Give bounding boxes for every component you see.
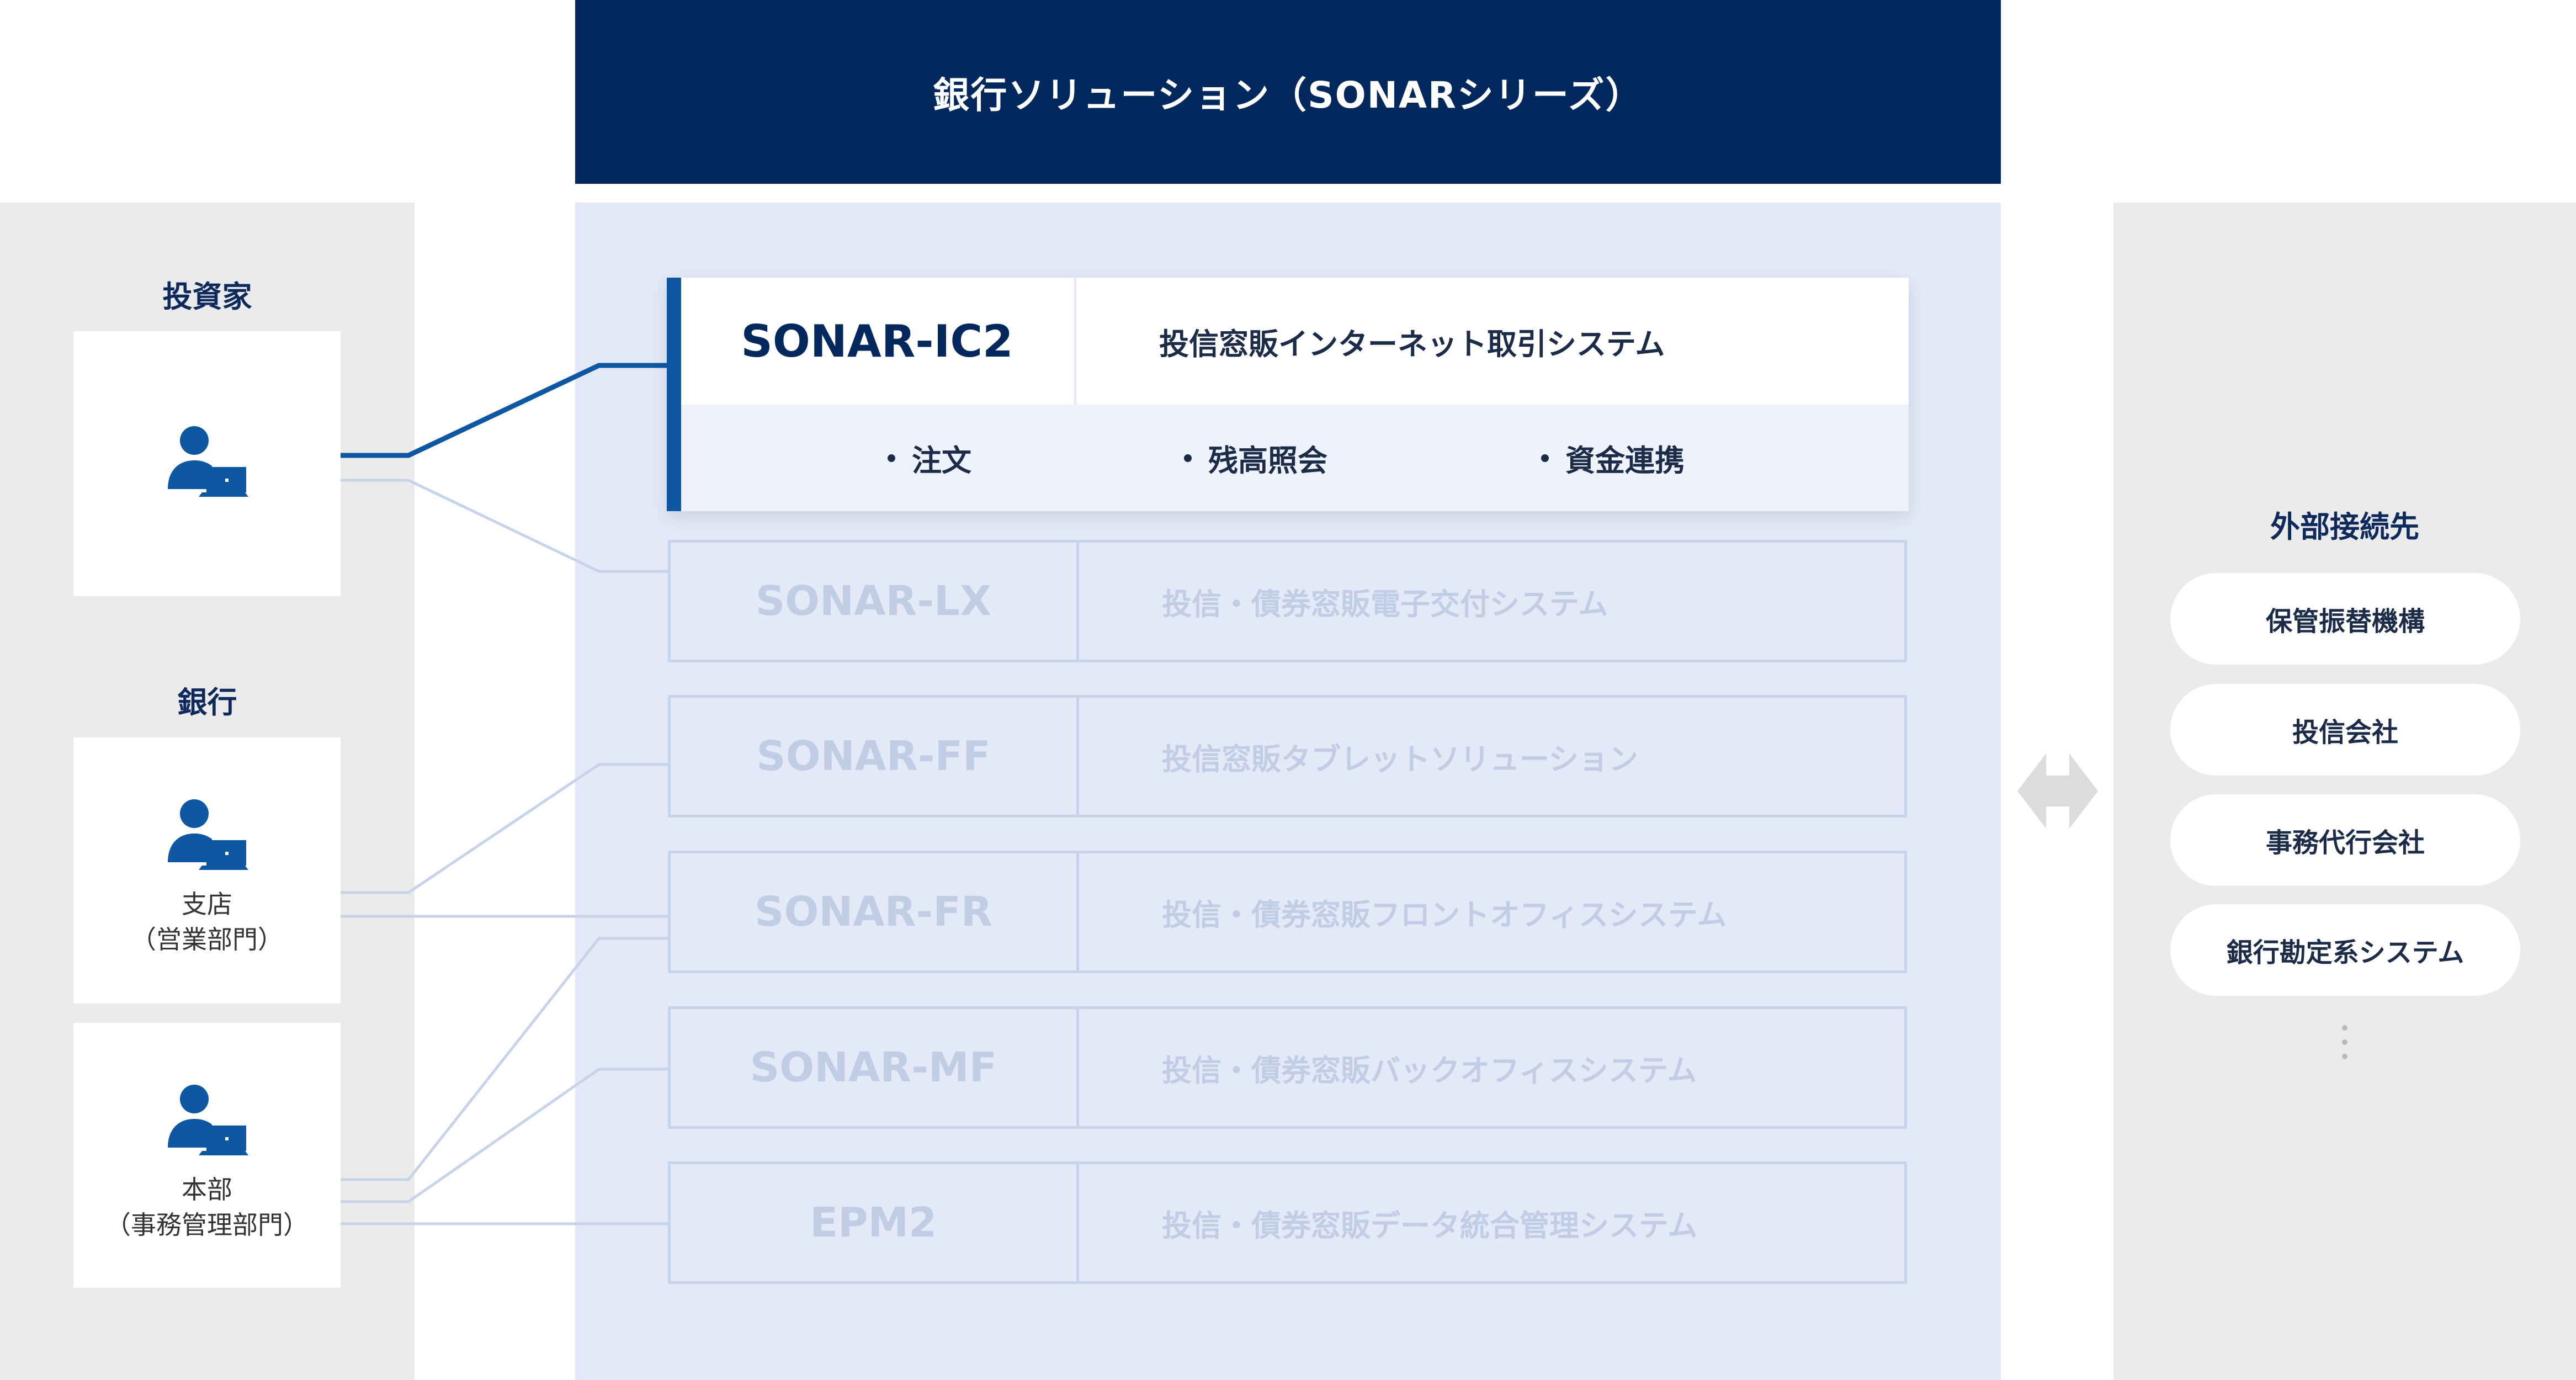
- system-desc: 投信・債券窓販電子交付システム: [1162, 586, 1608, 622]
- bank-title: 銀行: [177, 685, 237, 720]
- hq-sublabel: （事務管理部門）: [105, 1210, 309, 1240]
- bullet-icon: [1184, 454, 1192, 462]
- user-laptop-icon: [168, 1085, 248, 1155]
- system-name-featured: SONAR-IC2: [741, 315, 1013, 367]
- branch-sublabel: （営業部門）: [131, 925, 283, 954]
- system-desc: 投信・債券窓販バックオフィスシステム: [1162, 1053, 1697, 1088]
- divider: [1076, 1164, 1079, 1281]
- divider: [1076, 698, 1079, 815]
- bullet-icon: [1541, 454, 1549, 462]
- external-item: 銀行勘定系システム: [2170, 904, 2520, 996]
- double-arrow-icon: [2017, 753, 2098, 829]
- divider: [1074, 278, 1076, 405]
- system-card: SONAR-MF 投信・債券窓販バックオフィスシステム: [668, 1006, 1907, 1129]
- connector-hq-fr: [341, 937, 668, 1181]
- feature-strip: [681, 405, 1909, 511]
- feature-label: 資金連携: [1565, 443, 1685, 478]
- investor-title: 投資家: [162, 279, 252, 314]
- user-laptop-icon: [168, 799, 248, 870]
- user-laptop-icon: [168, 426, 248, 497]
- divider: [1076, 1009, 1079, 1126]
- connector-hq-mf: [341, 1068, 668, 1203]
- system-card: SONAR-LX 投信・債券窓販電子交付システム: [668, 540, 1907, 662]
- feature-label: 注文: [912, 443, 971, 478]
- hq-card: 本部 （事務管理部門）: [73, 1023, 341, 1288]
- external-item: 投信会社: [2170, 684, 2520, 776]
- system-card: SONAR-FR 投信・債券窓販フロントオフィスシステム: [668, 851, 1907, 973]
- external-panel: [2113, 203, 2576, 1380]
- connector-investor-ic2: [341, 363, 668, 458]
- accent-bar: [667, 278, 681, 511]
- system-name: SONAR-FR: [755, 888, 992, 936]
- system-name: SONAR-FF: [756, 733, 991, 780]
- feature-label: 残高照会: [1208, 443, 1327, 478]
- connector-investor-lx: [341, 479, 668, 573]
- external-title: 外部接続先: [2270, 509, 2419, 544]
- connector-branch-ff: [341, 763, 668, 894]
- system-desc: 投信・債券窓販データ統合管理システム: [1162, 1208, 1698, 1243]
- system-name: EPM2: [810, 1199, 937, 1246]
- system-card: EPM2 投信・債券窓販データ統合管理システム: [668, 1161, 1907, 1284]
- vertical-ellipsis-icon: [2342, 1025, 2349, 1068]
- system-desc: 投信・債券窓販フロントオフィスシステム: [1162, 897, 1727, 932]
- feature-item: 残高照会: [1184, 405, 1327, 511]
- branch-card: 支店 （営業部門）: [73, 737, 341, 1004]
- header-title: 銀行ソリューション（SONARシリーズ）: [933, 73, 1643, 116]
- header-bar: 銀行ソリューション（SONARシリーズ）: [575, 0, 2001, 184]
- investor-card: [73, 331, 341, 596]
- hq-label: 本部: [182, 1175, 232, 1204]
- external-item: 保管振替機構: [2170, 573, 2520, 665]
- system-desc: 投信窓販タブレットソリューション: [1162, 741, 1638, 777]
- divider: [1076, 853, 1079, 970]
- bullet-icon: [888, 454, 895, 462]
- feature-item: 注文: [888, 405, 971, 511]
- system-desc-featured: 投信窓販インターネット取引システム: [1159, 326, 1665, 362]
- divider: [1076, 543, 1079, 660]
- system-name: SONAR-MF: [750, 1044, 997, 1091]
- branch-label: 支店: [182, 889, 232, 919]
- system-card: SONAR-FF 投信窓販タブレットソリューション: [668, 695, 1907, 818]
- feature-item: 資金連携: [1541, 405, 1685, 511]
- system-name: SONAR-LX: [755, 577, 992, 625]
- external-item: 事務代行会社: [2170, 794, 2520, 886]
